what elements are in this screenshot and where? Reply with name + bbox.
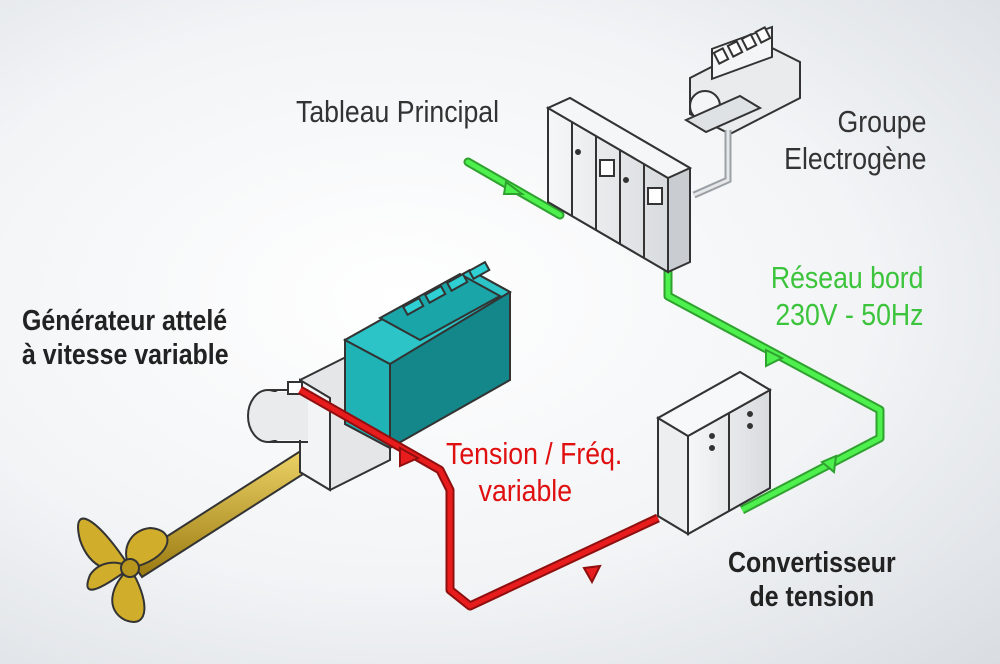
network-line	[463, 157, 885, 514]
label-tension-line1: Tension / Fréq.	[446, 436, 623, 471]
label-tableau-principal: Tableau Principal	[296, 94, 500, 129]
label-tension-frequence: Tension / Fréq. variable	[446, 436, 644, 509]
label-reseau-line2: 230V - 50Hz	[775, 296, 924, 332]
label-tension-line2: variable	[478, 472, 573, 508]
label-generateur-line1: Générateur attelé	[22, 305, 228, 337]
label-convertisseur-line2: de tension	[749, 581, 875, 614]
label-groupe-line1: Groupe	[837, 104, 926, 139]
label-convertisseur-line1: Convertisseur	[728, 547, 896, 579]
main-switchboard	[545, 96, 693, 274]
generator-set	[683, 25, 801, 199]
label-convertisseur: Convertisseur de tension	[728, 546, 896, 614]
label-generateur: Générateur attelé à vitesse variable	[22, 304, 229, 372]
label-groupe-electrogene: Groupe Electrogène	[784, 104, 926, 177]
variable-line	[297, 386, 660, 611]
label-groupe-line2: Electrogène	[783, 140, 926, 176]
label-generateur-line2: à vitesse variable	[22, 339, 229, 372]
voltage-converter	[656, 370, 772, 536]
engine	[342, 260, 513, 450]
propeller	[77, 517, 169, 623]
label-reseau-line1: Réseau bord	[771, 260, 924, 295]
label-reseau-bord: Réseau bord 230V - 50Hz	[771, 260, 924, 333]
